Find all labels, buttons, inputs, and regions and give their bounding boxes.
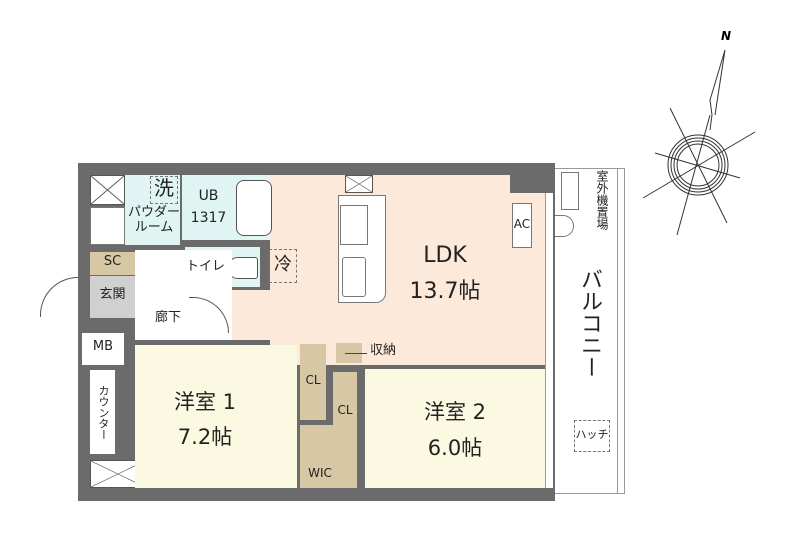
- bathtub-icon: [236, 180, 272, 236]
- ub-name: UB: [198, 188, 219, 204]
- ldk-size: 13.7帖: [409, 279, 481, 304]
- vanity: [90, 207, 125, 245]
- ac-unit: AC: [512, 203, 532, 248]
- ldk-room-lower: [232, 290, 335, 340]
- meter-box: MB: [82, 333, 124, 365]
- wic-label: WIC: [308, 466, 332, 480]
- storage-leader: [345, 353, 367, 354]
- room2-wall: [365, 365, 545, 369]
- storage-label: 収納: [370, 343, 397, 358]
- kitchen-counter: [338, 195, 386, 303]
- notch-wall: [510, 163, 555, 193]
- western-room-2-size: 6.0帖: [427, 436, 483, 460]
- closet-x-box: [90, 175, 125, 205]
- balcony-rail: [617, 168, 618, 494]
- washer: 洗: [150, 176, 178, 204]
- outdoor-unit-box: [561, 172, 579, 210]
- western-room-2: [365, 372, 545, 488]
- hall-top-white: [135, 250, 185, 258]
- window-x-box: [345, 175, 373, 193]
- western-room-1-name: 洋室 1: [173, 390, 237, 414]
- ldk-name: LDK: [423, 243, 467, 268]
- window-sash: [545, 193, 553, 488]
- hallway-label: 廊下: [154, 310, 181, 325]
- closet-2: CL: [333, 372, 357, 452]
- balcony-label: バルコニー: [577, 268, 602, 378]
- closet-1: CL: [300, 344, 326, 420]
- powder-room-label: パウダー ルーム: [127, 205, 180, 235]
- compass-icon: N: [642, 29, 756, 236]
- western-room-2-top: [365, 365, 545, 373]
- shoe-closet: SC: [90, 252, 135, 275]
- toilet-label: トイレ: [186, 259, 226, 274]
- outdoor-unit-label: 室外機置場: [595, 170, 609, 230]
- powder-room: [125, 175, 180, 245]
- sink-icon: [342, 257, 366, 297]
- counter: カウンター: [90, 370, 115, 454]
- western-room-1-size: 7.2帖: [177, 425, 233, 449]
- entrance: 玄関: [90, 276, 135, 318]
- entry-door-swing: [40, 277, 78, 317]
- western-room-2-name: 洋室 2: [423, 400, 487, 424]
- hatch: ハッチ: [574, 420, 610, 452]
- north-label: N: [721, 29, 731, 43]
- western-room-1: [135, 345, 297, 488]
- fridge: 冷: [269, 249, 297, 283]
- ub-size: 1317: [190, 210, 227, 226]
- stove-icon: [340, 205, 368, 245]
